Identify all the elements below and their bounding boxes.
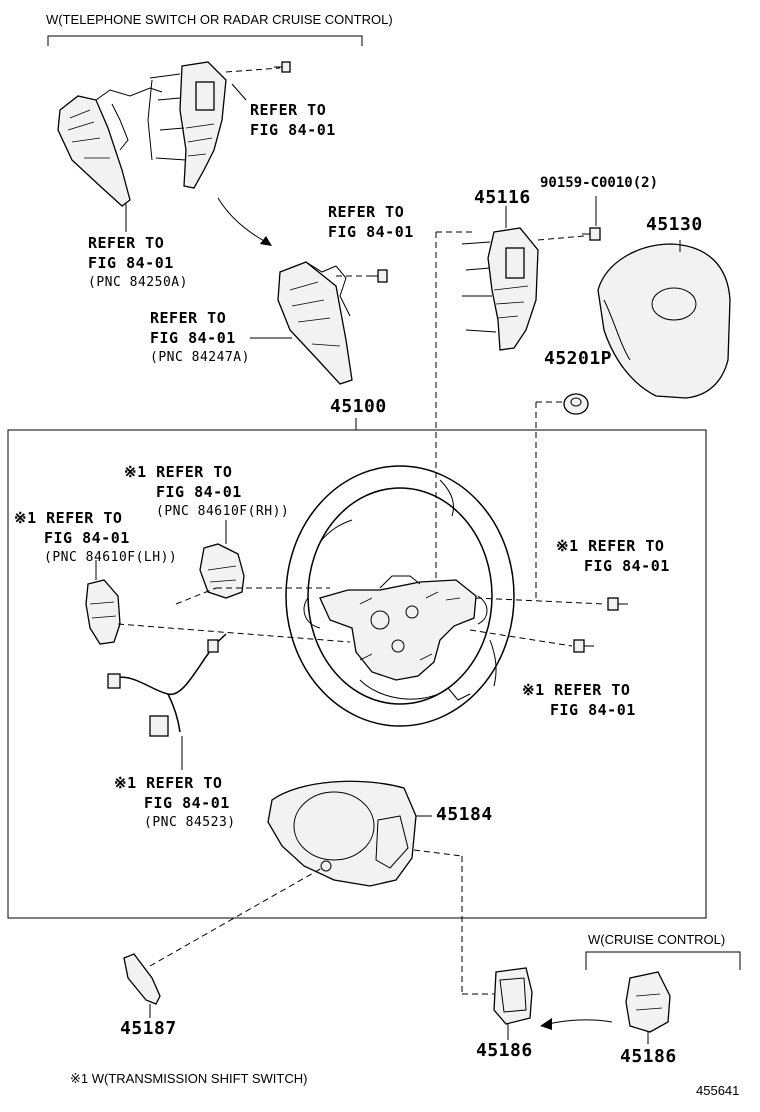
ref-line: FIG 84-01 (550, 701, 636, 719)
switch-lh (85, 560, 121, 645)
steering-wheel (285, 465, 515, 727)
main-assembly-box (7, 418, 707, 919)
switch-cover-45186b (625, 971, 671, 1044)
switch-rh (199, 520, 245, 599)
diagram-id: 455641 (696, 1083, 740, 1098)
ref-line: FIG 84-01 (156, 483, 242, 501)
ref-line: FIG 84-01 (88, 254, 174, 272)
part-number-45130[interactable]: 45130 (646, 214, 703, 235)
steering-pad-cover-left (57, 87, 163, 232)
part-number-45184[interactable]: 45184 (436, 804, 493, 825)
variant-bracket-top (47, 35, 363, 46)
dash-screw-lower (469, 629, 573, 647)
switch-45116 (461, 206, 585, 351)
part-number-45201P[interactable]: 45201P (544, 348, 613, 369)
ref-pnc: (PNC 84610F(RH)) (156, 504, 290, 519)
ref-right-screw-upper: ※1 REFER TO FIG 84-01 (556, 536, 670, 576)
switch-assembly-mid (250, 261, 376, 385)
variant-bracket-cruise (585, 951, 741, 970)
ref-top-left: REFER TO FIG 84-01 (PNC 84250A) (88, 233, 188, 293)
ref-pnc: (PNC 84523) (144, 815, 236, 830)
screw-90159 (582, 196, 601, 241)
ref-line: FIG 84-01 (144, 794, 230, 812)
ref-lh-switch: ※1 REFER TO FIG 84-01 (PNC 84610F(LH)) (14, 508, 177, 568)
ref-pnc: (PNC 84610F(LH)) (44, 550, 178, 565)
part-number-45100[interactable]: 45100 (330, 396, 387, 417)
part-number-45186-a[interactable]: 45186 (476, 1040, 533, 1061)
ref-mid-screw: REFER TO FIG 84-01 (328, 202, 414, 242)
ref-line: REFER TO (328, 203, 405, 221)
screw-mid (370, 269, 388, 283)
variant-label-cruise: W(CRUISE CONTROL) (588, 932, 726, 947)
ref-line: FIG 84-01 (328, 223, 414, 241)
ref-line: REFER TO (250, 101, 327, 119)
footnote: ※1 W(TRANSMISSION SHIFT SWITCH) (70, 1071, 308, 1086)
ref-line: REFER TO (88, 234, 165, 252)
part-number-90159[interactable]: 90159-C0010(2) (540, 175, 659, 191)
lower-cover-45184 (267, 780, 494, 995)
wire-harness (107, 633, 227, 770)
dash-screw-upper (475, 597, 605, 605)
part-number-45186-b[interactable]: 45186 (620, 1046, 677, 1067)
ref-pnc: (PNC 84247A) (150, 350, 250, 365)
switch-bracket-top (147, 61, 281, 189)
switch-cover-45186a (493, 967, 533, 1040)
ref-line: ※1 REFER TO (14, 509, 123, 527)
ref-line: ※1 REFER TO (124, 463, 233, 481)
arrow-curve-bottom (540, 1018, 613, 1030)
part-number-45116[interactable]: 45116 (474, 187, 531, 208)
dash-rh (175, 587, 217, 605)
ref-line: FIG 84-01 (150, 329, 236, 347)
dash-45187 (149, 867, 323, 967)
cover-45187 (123, 867, 323, 1018)
part-number-45187[interactable]: 45187 (120, 1018, 177, 1039)
arrow-curve-top (217, 197, 272, 246)
airbag-pad-45130 (597, 240, 731, 399)
ref-line: FIG 84-01 (584, 557, 670, 575)
dash-45184 (413, 849, 463, 857)
ref-mid-left: REFER TO FIG 84-01 (PNC 84247A) (150, 308, 250, 368)
ref-pnc: (PNC 84250A) (88, 275, 188, 290)
ref-right-screw-lower: ※1 REFER TO FIG 84-01 (522, 680, 636, 720)
screw-top (274, 61, 291, 73)
ref-line: FIG 84-01 (250, 121, 336, 139)
ref-harness: ※1 REFER TO FIG 84-01 (PNC 84523) (114, 773, 236, 833)
ref-top-right: REFER TO FIG 84-01 (250, 100, 336, 140)
variant-label-top: W(TELEPHONE SWITCH OR RADAR CRUISE CONTR… (46, 12, 393, 27)
ref-line: ※1 REFER TO (556, 537, 665, 555)
dash-lh (117, 623, 351, 643)
nut-45201P (535, 393, 589, 600)
screw-right-upper (607, 597, 628, 611)
ref-rh-switch: ※1 REFER TO FIG 84-01 (PNC 84610F(RH)) (124, 462, 289, 522)
ref-line: FIG 84-01 (44, 529, 130, 547)
screw-right-lower (573, 639, 594, 653)
ref-line: REFER TO (150, 309, 227, 327)
ref-line: ※1 REFER TO (522, 681, 631, 699)
ref-line: ※1 REFER TO (114, 774, 223, 792)
